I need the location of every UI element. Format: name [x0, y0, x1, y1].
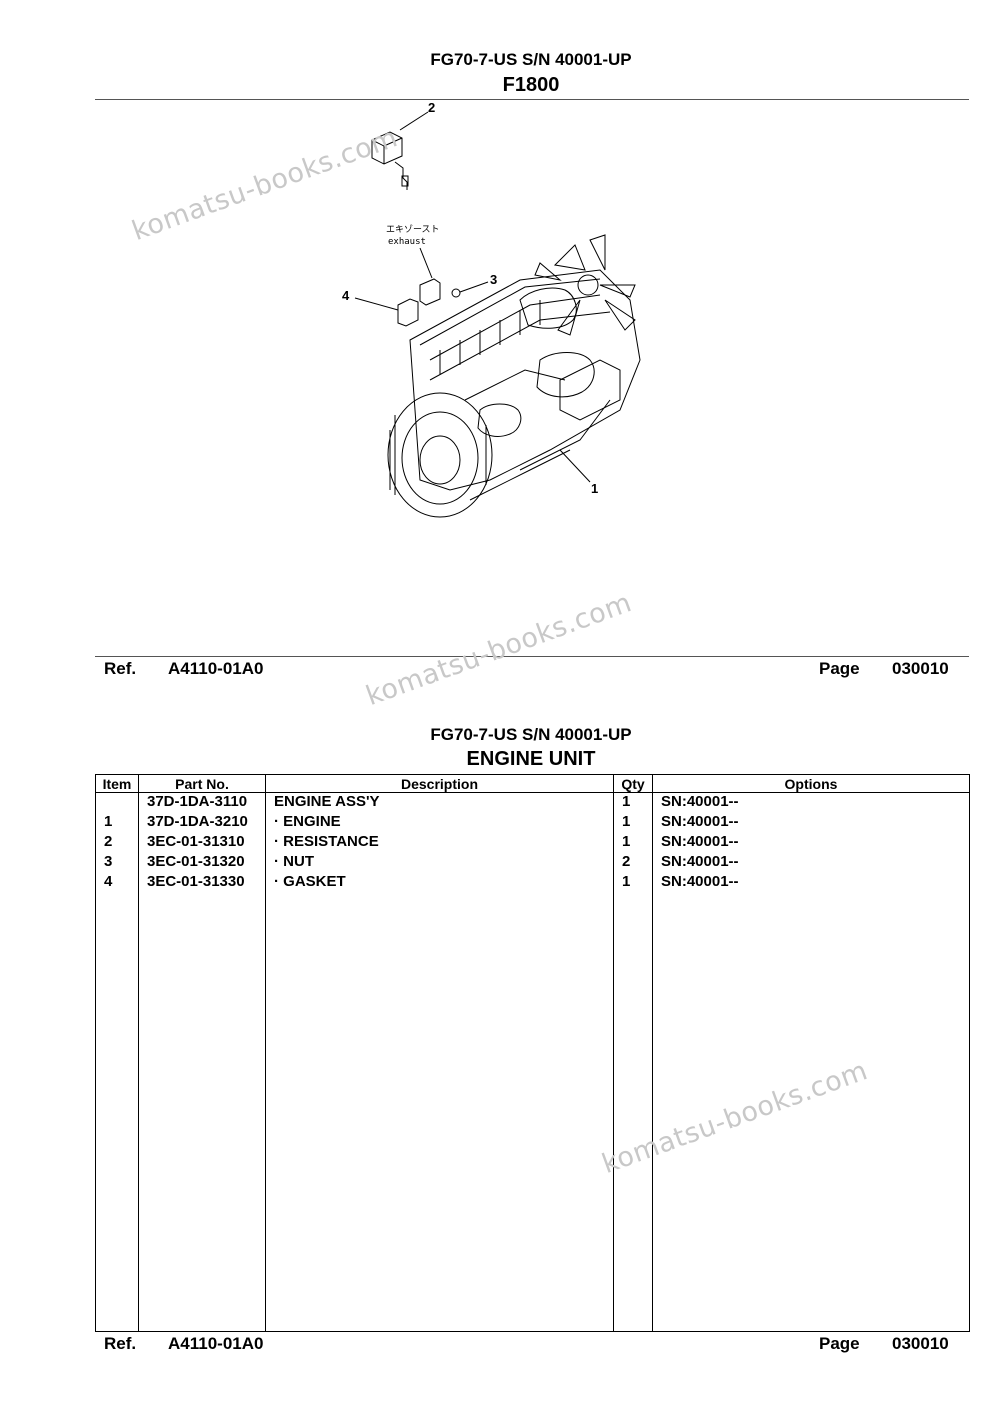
- table-filler-row: [95, 893, 970, 1332]
- options-cell: SN:40001--: [652, 873, 970, 893]
- options-cell: SN:40001--: [652, 853, 970, 873]
- parts-table-header: Item Part No. Description Qty Options: [95, 774, 970, 793]
- parts-ref-value: A4110-01A0: [168, 1334, 264, 1353]
- qty-cell: 1: [613, 833, 653, 853]
- parts-table: Item Part No. Description Qty Options 37…: [95, 774, 970, 1332]
- callout-4: 4: [342, 288, 350, 303]
- figure-code: F1800: [502, 74, 560, 96]
- table-row: 1 37D-1DA-3210 · ENGINE 1 SN:40001--: [95, 813, 970, 833]
- diagram-label-en: exhaust: [388, 237, 426, 247]
- qty-cell: 1: [613, 813, 653, 833]
- column-header-qty: Qty: [613, 774, 653, 793]
- table-row: 4 3EC-01-31330 · GASKET 1 SN:40001--: [95, 873, 970, 893]
- header-divider: [95, 99, 969, 100]
- page-label: Page: [819, 659, 860, 678]
- description-cell: ENGINE ASS'Y: [265, 792, 614, 813]
- table-row: 3 3EC-01-31320 · NUT 2 SN:40001--: [95, 853, 970, 873]
- page-value: 030010: [892, 659, 949, 678]
- ref-label: Ref.: [104, 659, 137, 678]
- options-cell: SN:40001--: [652, 792, 970, 813]
- item-cell: 3: [95, 853, 139, 873]
- callout-1: 1: [591, 481, 598, 496]
- item-cell: [95, 792, 139, 813]
- description-cell: · RESISTANCE: [265, 833, 614, 853]
- footer-divider: [95, 656, 969, 657]
- column-header-item: Item: [95, 774, 139, 793]
- part-no-cell: 37D-1DA-3110: [138, 792, 266, 813]
- description-cell: · NUT: [265, 853, 614, 873]
- qty-cell: 1: [613, 873, 653, 893]
- item-cell: 4: [95, 873, 139, 893]
- model-line: FG70-7-US S/N 40001-UP: [430, 50, 632, 69]
- qty-cell: 2: [613, 853, 653, 873]
- table-row: 37D-1DA-3110 ENGINE ASS'Y 1 SN:40001--: [95, 792, 970, 813]
- item-cell: 1: [95, 813, 139, 833]
- part-no-cell: 3EC-01-31310: [138, 833, 266, 853]
- qty-cell: 1: [613, 792, 653, 813]
- options-cell: SN:40001--: [652, 833, 970, 853]
- table-row: 2 3EC-01-31310 · RESISTANCE 1 SN:40001--: [95, 833, 970, 853]
- parts-page-value: 030010: [892, 1334, 949, 1353]
- engine-diagram: 2 3 4 1 エキゾースト exhaust EUF1800: [342, 100, 641, 518]
- description-cell: · GASKET: [265, 873, 614, 893]
- parts-model-line: FG70-7-US S/N 40001-UP: [430, 725, 632, 744]
- parts-title: ENGINE UNIT: [466, 748, 596, 770]
- column-header-part-no: Part No.: [138, 774, 266, 793]
- callout-2: 2: [428, 100, 435, 115]
- column-header-description: Description: [265, 774, 614, 793]
- options-cell: SN:40001--: [652, 813, 970, 833]
- part-no-cell: 37D-1DA-3210: [138, 813, 266, 833]
- column-header-options: Options: [652, 774, 970, 793]
- part-no-cell: 3EC-01-31320: [138, 853, 266, 873]
- item-cell: 2: [95, 833, 139, 853]
- part-no-cell: 3EC-01-31330: [138, 873, 266, 893]
- ref-value: A4110-01A0: [168, 659, 264, 678]
- diagram-label-jp: エキゾースト: [386, 224, 440, 235]
- parts-page-label: Page: [819, 1334, 860, 1353]
- callout-3: 3: [490, 272, 497, 287]
- description-cell: · ENGINE: [265, 813, 614, 833]
- parts-ref-label: Ref.: [104, 1334, 137, 1353]
